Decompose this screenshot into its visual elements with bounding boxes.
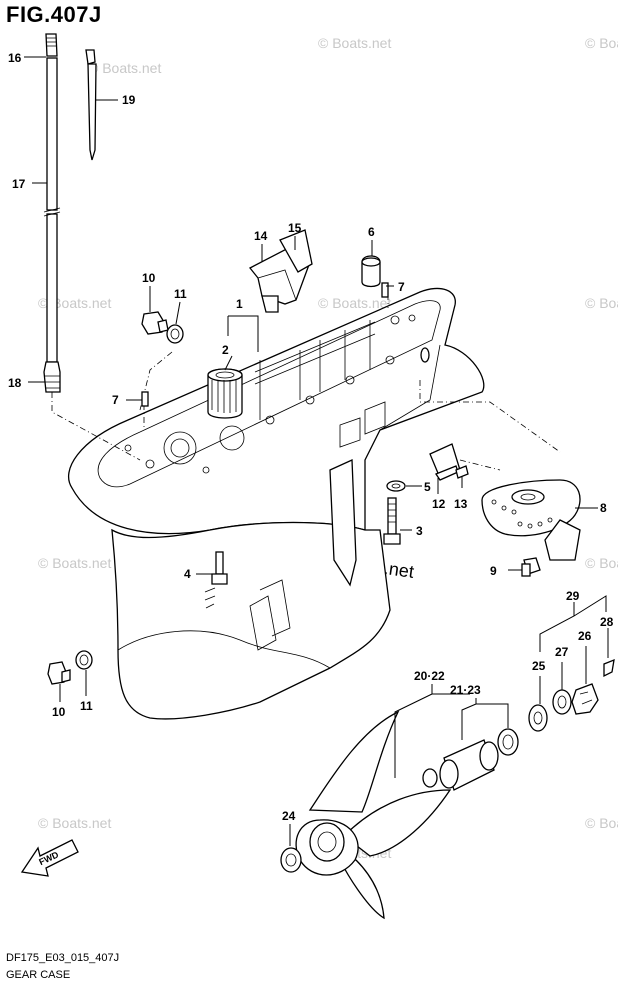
callouts: 16 19 17 18 10 11 2 1 14 15 6 7 7 5 12 1… [8,51,614,823]
callout-6: 6 [368,225,375,239]
callout-10-upper: 10 [142,271,156,285]
callout-17: 17 [12,177,26,191]
callout-16: 16 [8,51,22,65]
watermark: © Boats.net [585,555,618,571]
callout-29: 29 [566,589,580,603]
callout-11-upper: 11 [174,287,187,301]
callout-3: 3 [416,524,423,538]
watermark: © Boats.net [38,815,111,831]
callout-15: 15 [288,221,302,235]
drain-plug-upper [141,311,184,344]
callout-7-right: 7 [398,280,405,294]
part-6-cap [361,255,389,298]
washer-24 [280,847,302,873]
callout-12: 12 [432,497,446,511]
callout-10-lower: 10 [52,705,66,719]
callout-13: 13 [454,497,468,511]
callout-11-lower: 11 [80,699,93,713]
callout-5: 5 [424,480,431,494]
callout-21-23: 21·23 [450,683,481,697]
callout-25: 25 [532,659,546,673]
callout-20-22: 20·22 [414,669,445,683]
figure-title: FIG.407J [6,2,102,27]
watermark: © Boats.net [318,295,391,311]
callout-28: 28 [600,615,614,629]
callout-18: 18 [8,376,22,390]
trim-tab-8 [481,479,581,561]
callout-27: 27 [555,645,569,659]
pin-7-left [141,391,149,407]
fwd-arrow: FWD [20,839,79,877]
leader-lines [24,56,609,846]
watermark: © Boats.net [318,35,391,51]
propeller-20-22 [295,710,452,920]
callout-4: 4 [184,567,191,581]
shift-rod-assembly [43,33,61,393]
callout-2: 2 [222,343,229,357]
watermark: © Boats.net [585,35,618,51]
clip-14-15 [248,229,313,313]
figure-name: GEAR CASE [6,969,71,981]
callout-19: 19 [122,93,136,107]
drain-plug-lower [47,650,93,685]
zinc-anode-parts [386,443,469,492]
bolt-4 [211,551,228,585]
callout-1: 1 [236,297,243,311]
watermark: © Boats.net [88,60,161,76]
thrust-hub-21-23 [422,728,519,791]
part-19-rod [85,49,97,161]
gear-case-body [67,287,485,720]
callout-7-left: 7 [112,393,119,407]
watermark: © Boats.net [585,295,618,311]
callout-26: 26 [578,629,592,643]
watermark: © Boats.net [38,555,111,571]
watermark: © Boats.net [585,815,618,831]
figure-code: DF175_E03_015_407J [6,952,120,964]
bolt-9 [521,557,541,577]
callout-8: 8 [600,501,607,515]
bolt-3 [383,497,401,545]
callout-24: 24 [282,809,296,823]
callout-14: 14 [254,229,268,243]
callout-9: 9 [490,564,497,578]
prop-hardware [528,658,615,732]
